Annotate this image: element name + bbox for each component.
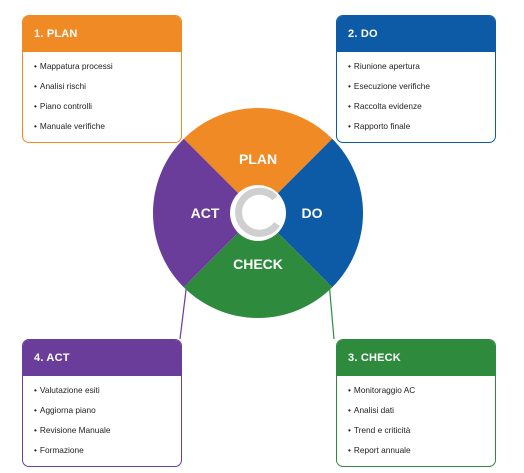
act-connector-line <box>179 281 188 340</box>
list-item-text: Trend e criticità <box>353 425 411 435</box>
do-card-title: 2. DO <box>337 16 495 52</box>
list-item-text: Rapporto finale <box>353 121 411 131</box>
bullet-icon: • <box>34 121 37 131</box>
bullet-icon: • <box>34 101 37 111</box>
bullet-icon: • <box>34 385 37 395</box>
bullet-icon: • <box>34 445 37 455</box>
list-item: •Monitoraggio AC <box>348 380 495 400</box>
check-card-title: 3. CHECK <box>337 340 495 376</box>
do-card: 2. DO •Riunione apertura •Esecuzione ver… <box>336 15 496 143</box>
list-item-text: Formazione <box>39 445 84 455</box>
bullet-icon: • <box>34 405 37 415</box>
bullet-icon: • <box>348 425 351 435</box>
list-item: •Analisi dati <box>348 400 495 420</box>
list-item-text: Piano controlli <box>39 101 93 111</box>
list-item: •Report annuale <box>348 440 495 460</box>
list-item: •Manuale verifiche <box>34 116 181 136</box>
list-item-text: Analisi dati <box>353 405 395 415</box>
act-card-list: •Valutazione esiti •Aggiorna piano •Revi… <box>23 376 181 460</box>
list-item-text: Revisione Manuale <box>39 425 111 435</box>
circular-arrow-icon <box>235 187 280 237</box>
bullet-icon: • <box>348 81 351 91</box>
act-card-title: 4. ACT <box>23 340 181 376</box>
list-item-text: Riunione apertura <box>353 61 420 71</box>
do-card-list: •Riunione apertura •Esecuzione verifiche… <box>337 52 495 136</box>
list-item: •Piano controlli <box>34 96 181 116</box>
list-item: •Rapporto finale <box>348 116 495 136</box>
plan-card-title: 1. PLAN <box>23 16 181 52</box>
list-item: •Raccolta evidenze <box>348 96 495 116</box>
plan-card-list: •Mappatura processi •Analisi rischi •Pia… <box>23 52 181 136</box>
list-item-text: Raccolta evidenze <box>353 101 422 111</box>
bullet-icon: • <box>348 61 351 71</box>
list-item-text: Manuale verifiche <box>39 121 105 131</box>
list-item-text: Aggiorna piano <box>39 405 96 415</box>
list-item: •Analisi rischi <box>34 76 181 96</box>
bullet-icon: • <box>348 101 351 111</box>
list-item: •Esecuzione verifiche <box>348 76 495 96</box>
act-segment <box>152 138 258 288</box>
bullet-icon: • <box>34 61 37 71</box>
check-label: CHECK <box>233 256 283 272</box>
act-label: ACT <box>191 205 220 221</box>
bullet-icon: • <box>348 121 351 131</box>
bullet-icon: • <box>348 405 351 415</box>
list-item-text: Monitoraggio AC <box>353 385 416 395</box>
plan-card: 1. PLAN •Mappatura processi •Analisi ris… <box>22 15 182 143</box>
check-segment <box>183 213 333 319</box>
act-card: 4. ACT •Valutazione esiti •Aggiorna pian… <box>22 339 182 467</box>
list-item: •Aggiorna piano <box>34 400 181 420</box>
bullet-icon: • <box>34 425 37 435</box>
list-item-text: Mappatura processi <box>39 61 113 71</box>
bullet-icon: • <box>34 81 37 91</box>
bullet-icon: • <box>348 385 351 395</box>
check-card-list: •Monitoraggio AC •Analisi dati •Trend e … <box>337 376 495 460</box>
do-label: DO <box>302 205 323 221</box>
list-item: •Revisione Manuale <box>34 420 181 440</box>
do-segment <box>258 138 364 288</box>
list-item-text: Analisi rischi <box>39 81 87 91</box>
plan-label: PLAN <box>239 151 277 167</box>
list-item: •Valutazione esiti <box>34 380 181 400</box>
list-item: •Mappatura processi <box>34 56 181 76</box>
list-item-text: Valutazione esiti <box>39 385 100 395</box>
check-card: 3. CHECK •Monitoraggio AC •Analisi dati … <box>336 339 496 467</box>
list-item-text: Esecuzione verifiche <box>353 81 431 91</box>
list-item-text: Report annuale <box>353 445 411 455</box>
list-item: •Riunione apertura <box>348 56 495 76</box>
plan-segment <box>183 107 333 213</box>
list-item: •Trend e criticità <box>348 420 495 440</box>
list-item: •Formazione <box>34 440 181 460</box>
bullet-icon: • <box>348 445 351 455</box>
check-connector-line <box>328 281 335 340</box>
